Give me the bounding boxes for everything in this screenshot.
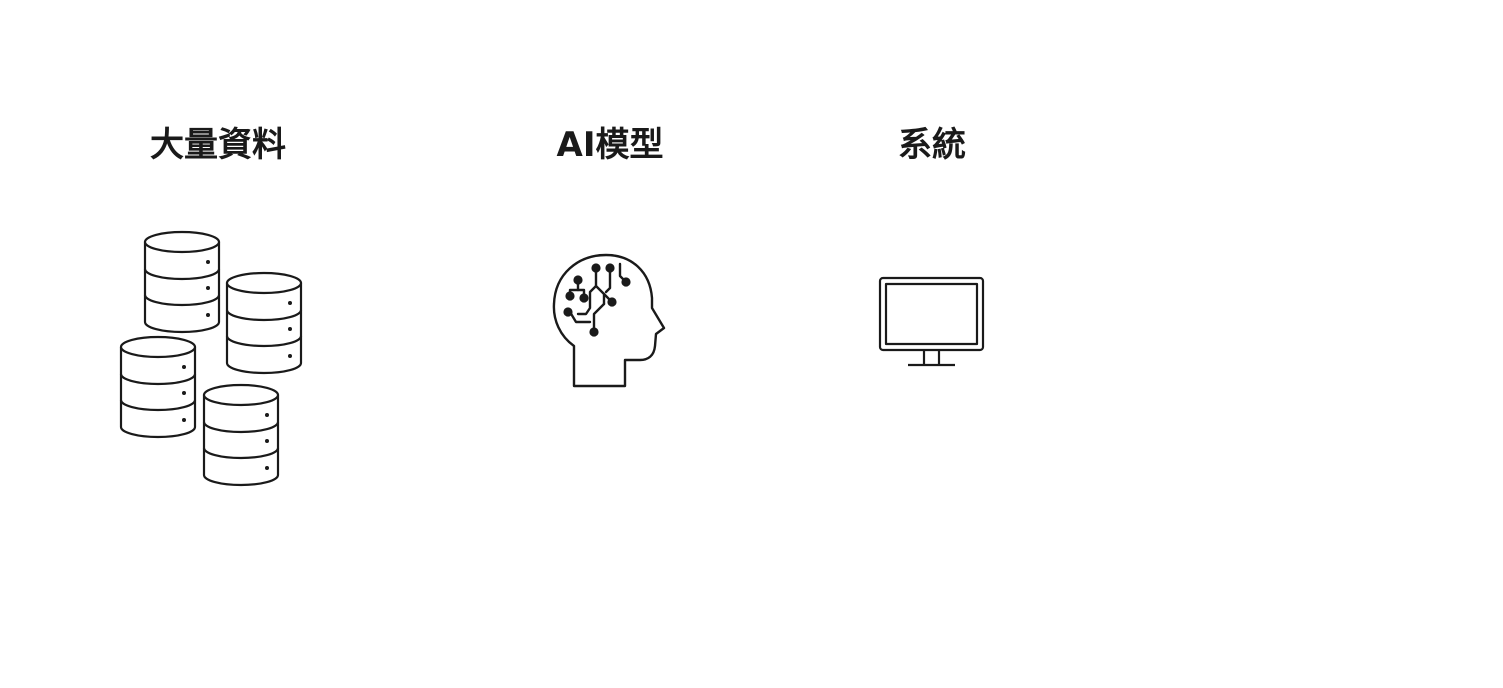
column-label-system: 系統 (898, 125, 966, 165)
database-stack-icon (110, 225, 310, 495)
column-label-ai-model: AI模型 (556, 125, 664, 165)
computer-monitor-icon (876, 275, 988, 371)
column-label-big-data: 大量資料 (150, 125, 286, 165)
ai-brain-circuit-icon (548, 250, 672, 392)
